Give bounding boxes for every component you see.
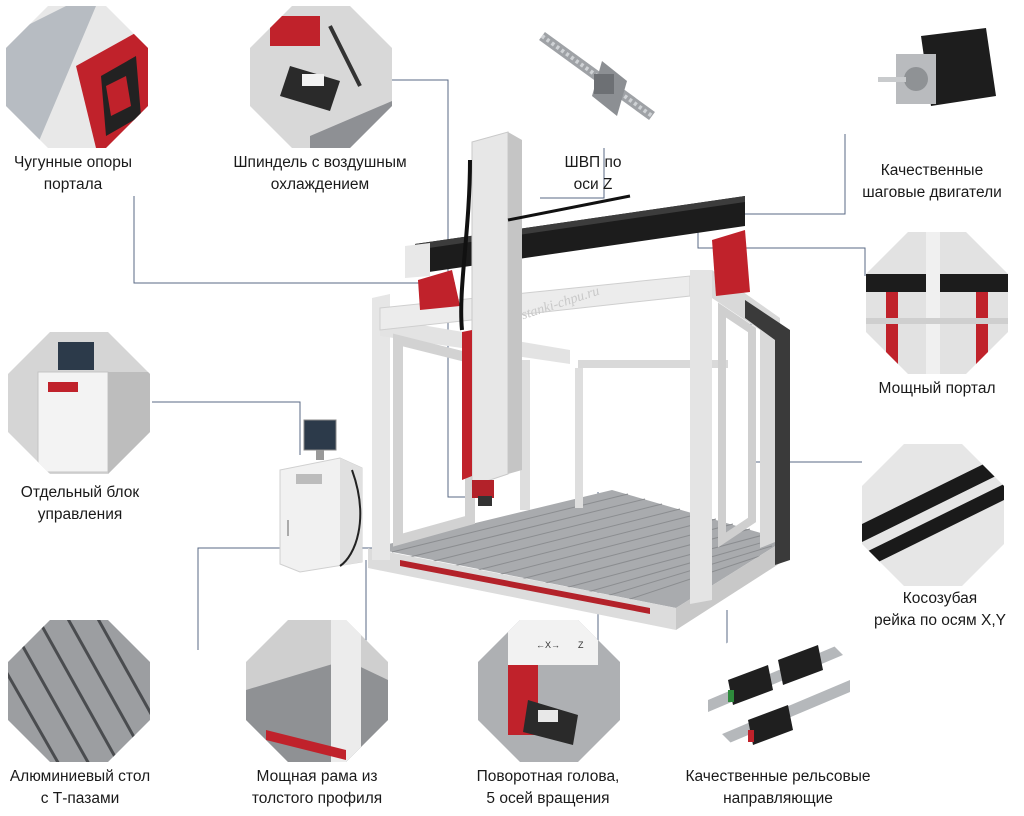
stepper-thumbnail	[866, 6, 1008, 148]
rotary-head-thumbnail: ←X→ Z	[478, 620, 620, 762]
helical-rack-thumbnail	[862, 444, 1004, 586]
head-x-axis-label: ←X→	[536, 640, 560, 650]
cast-supports-thumbnail	[6, 6, 148, 148]
ballscrew-thumbnail	[522, 6, 664, 148]
rails-thumbnail	[708, 620, 850, 762]
callout-label-rotary-head: Поворотная голова,5 осей вращения	[476, 768, 620, 807]
gantry-thumbnail	[866, 232, 1008, 374]
head-z-axis-label: Z	[578, 640, 584, 650]
spindle-thumbnail	[250, 6, 392, 148]
aluminum-table-thumbnail	[8, 620, 150, 762]
control-unit-thumbnail	[8, 332, 150, 474]
callout-label-gantry: Мощный портал	[878, 380, 996, 397]
frame-thumbnail	[246, 620, 388, 762]
